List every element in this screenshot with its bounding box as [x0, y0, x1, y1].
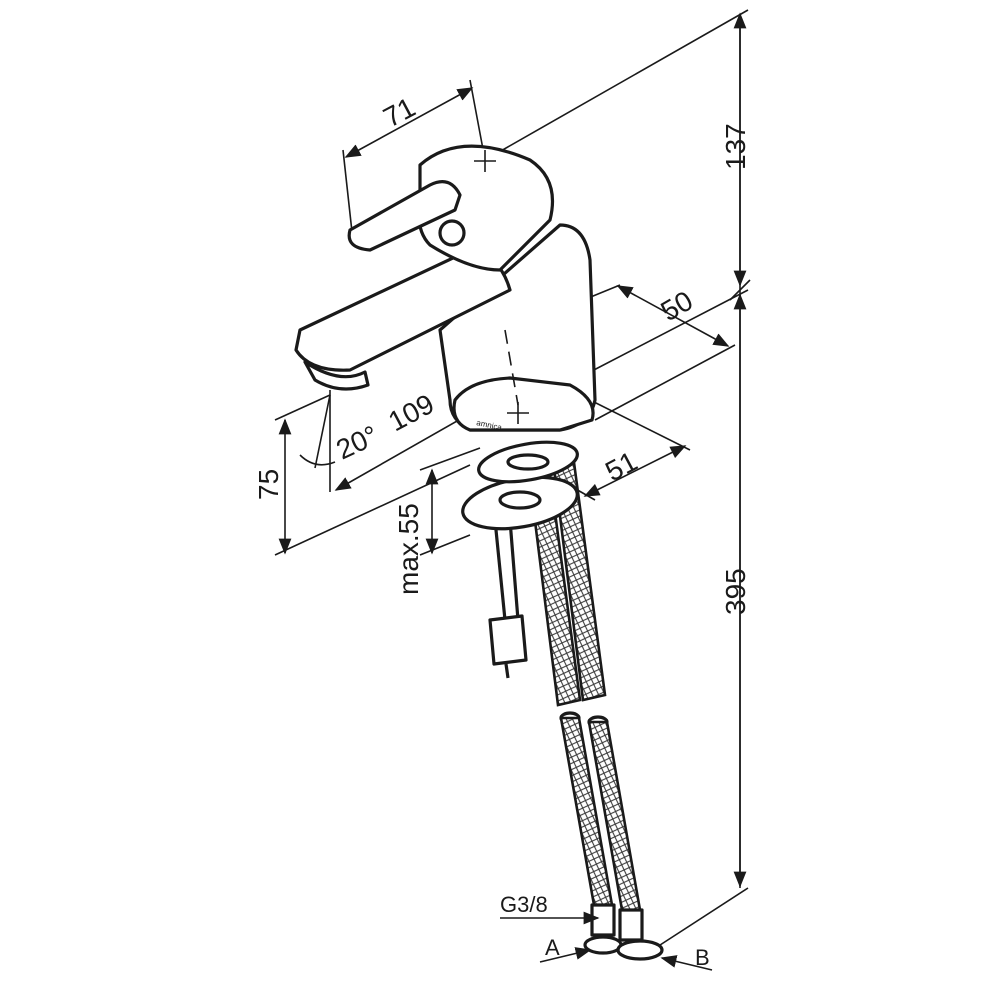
dim-75: 75 — [253, 469, 284, 500]
label-a: A — [545, 935, 560, 960]
dim-395: 395 — [720, 568, 751, 615]
dim-max55: max.55 — [393, 503, 424, 595]
supply-hoses — [526, 453, 664, 961]
dim-50: 50 — [656, 285, 698, 327]
dim-71: 71 — [378, 91, 420, 133]
dim-angle: 20° — [331, 419, 382, 465]
connection-labels: G3/8 A B — [500, 892, 713, 971]
mounting-rod — [488, 519, 528, 679]
dim-137: 137 — [720, 123, 751, 170]
mounting-washers — [461, 440, 579, 531]
dim-51: 51 — [600, 445, 642, 487]
label-thread: G3/8 — [500, 892, 548, 917]
dim-109: 109 — [383, 388, 439, 437]
deck-thickness-dimension: max.55 — [393, 447, 481, 595]
faucet-body: amnica — [294, 144, 597, 432]
label-b: B — [695, 945, 710, 970]
